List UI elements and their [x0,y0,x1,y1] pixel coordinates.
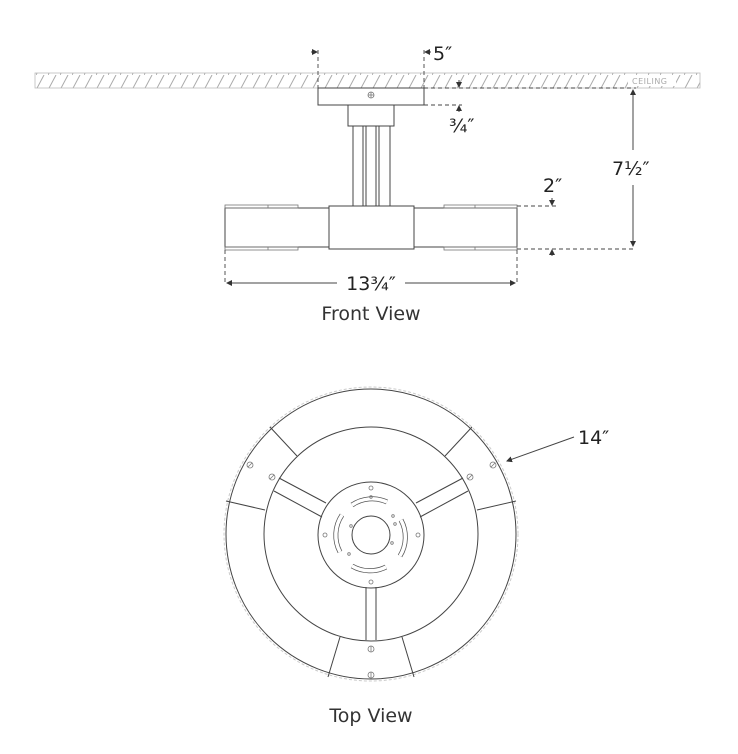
top-view: 14″ Top View [223,386,609,727]
front-view-caption: Front View [321,303,420,325]
dim-overall-width: 13¾″ [346,273,396,295]
fixture-front [224,87,518,251]
ceiling-label: CEILING [632,77,668,86]
mounting-plate [317,481,425,589]
outer-ring [225,388,517,680]
dimensions-front: 5″ ¾″ 7½″ 2″ 13¾″ [224,43,650,295]
top-view-caption: Top View [328,705,412,727]
right-arm [413,207,518,248]
dim-canopy-height: ¾″ [449,115,475,137]
center-hole [351,515,391,555]
dim-overall-height: 7½″ [612,158,650,180]
inner-ring [263,426,479,642]
screw-icons [246,461,497,679]
neck [347,104,395,127]
stem [352,125,391,207]
front-view: CEILING 5″ ¾″ [34,43,701,325]
left-arm [224,207,330,248]
dim-arm-height: 2″ [543,175,562,197]
dim-canopy-width: 5″ [433,43,452,65]
dim-diameter: 14″ [578,427,609,449]
ceiling: CEILING [34,72,701,89]
center-body [328,205,415,250]
